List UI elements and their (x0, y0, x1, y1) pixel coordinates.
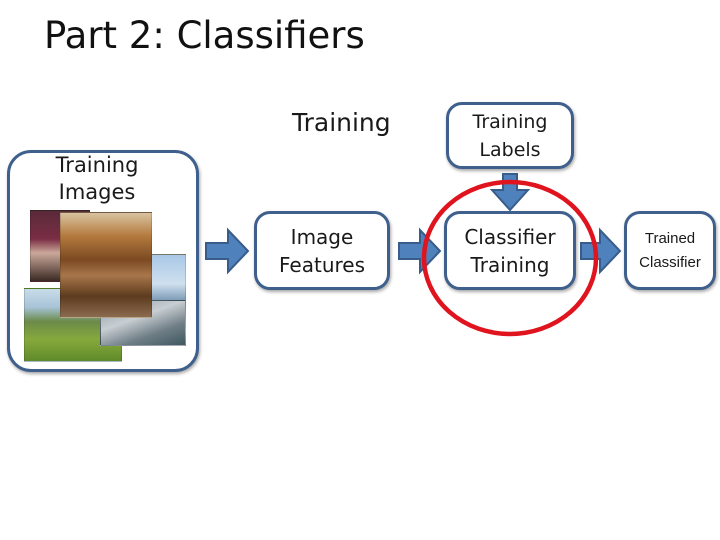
arrow-right-icon (398, 227, 442, 275)
classifier-training-line2: Training (470, 252, 550, 277)
classifier-training-line1: Classifier (464, 224, 556, 249)
training-images-line2: Images (58, 180, 136, 204)
stage-label: Training (292, 108, 391, 137)
training-images-line1: Training (55, 153, 139, 177)
highlight-circle (421, 179, 599, 337)
slide-title: Part 2: Classifiers (44, 14, 365, 57)
image-features-line2: Features (279, 252, 365, 277)
training-labels-line2: Labels (479, 138, 541, 161)
trained-classifier-line1: Trained (644, 229, 696, 247)
arrow-right-icon (205, 227, 250, 275)
trained-classifier-box: Trained Classifier (624, 211, 716, 290)
arrow-down-icon (489, 173, 531, 212)
training-images-label: Training Images (7, 152, 187, 206)
image-features-box: Image Features (254, 211, 390, 290)
arrow-right-icon (580, 227, 622, 275)
trained-classifier-line2: Classifier (639, 253, 701, 271)
training-labels-box: Training Labels (446, 102, 574, 169)
training-labels-line1: Training (472, 110, 548, 133)
photo-kitchen (60, 212, 152, 318)
classifier-training-box: Classifier Training (444, 211, 576, 290)
image-features-line1: Image (290, 224, 354, 249)
